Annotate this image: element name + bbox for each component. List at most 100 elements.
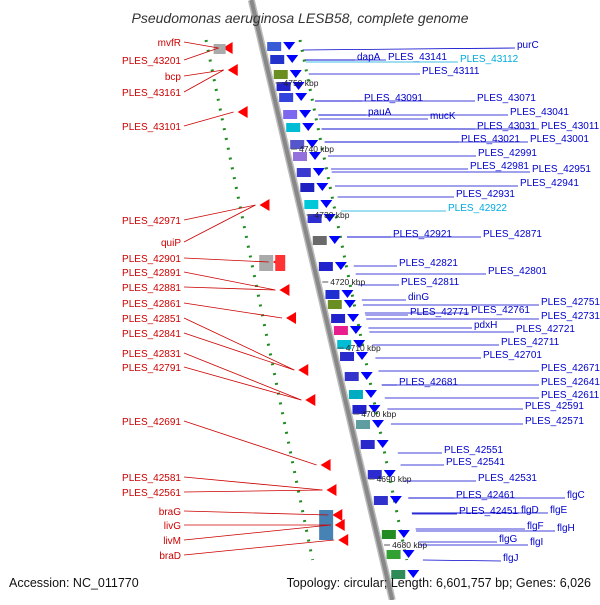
right-gene-label: mucK (319, 111, 456, 122)
kbp-tick-label: 4740 kbp (299, 144, 334, 154)
right-gene-label: PLES_42541 (400, 457, 505, 468)
left-label-leader (183, 317, 295, 371)
left-gene-label: PLES_42861 (122, 299, 283, 319)
right-gene-label-text: dinG (408, 292, 429, 303)
right-gene-label: flgF (415, 521, 544, 532)
right-gene-label: flgJ (422, 553, 519, 564)
forward-gene-arrow (320, 200, 333, 208)
reverse-gene-arrow (326, 484, 337, 496)
right-gene-label-text: pdxH (474, 320, 497, 331)
right-gene-label-text: PLES_42461 (456, 490, 515, 501)
left-label-leader (183, 271, 276, 291)
left-gene-label-text: PLES_42581 (122, 473, 181, 484)
right-gene-label-text: PLES_42701 (483, 350, 542, 361)
right-gene-label: PLES_43112 (305, 54, 519, 65)
right-gene-label-text: PLES_42671 (541, 363, 600, 374)
left-gene-label: PLES_42791 (122, 363, 302, 401)
backbone (249, 0, 395, 601)
left-label-leader (183, 366, 302, 401)
right-gene-label-text: PLES_42922 (448, 203, 507, 214)
left-gene-label-text: PLES_43201 (122, 56, 181, 67)
left-gene-label: PLES_42891 (122, 268, 276, 291)
right-gene-label-text: PLES_42801 (488, 266, 547, 277)
right-gene-label: PLES_42921 (346, 229, 452, 240)
right-gene-label-text: PLES_42951 (532, 164, 591, 175)
kbp-tick-label: 4730 kbp (315, 210, 350, 220)
gene-block-inner (296, 168, 311, 177)
left-gene-label-text: PLES_43161 (122, 88, 181, 99)
right-gene-label-text: PLES_43111 (422, 66, 480, 77)
right-gene-label-text: PLES_42771 (410, 307, 469, 318)
left-gene-label: PLES_43161 (122, 69, 224, 99)
right-gene-label-text: PLES_42611 (541, 390, 600, 401)
left-gene-label: PLES_42971 (122, 204, 256, 227)
right-gene-label: PLES_42551 (397, 445, 503, 456)
right-gene-label: PLES_43071 (315, 93, 536, 104)
right-gene-label: flgH (416, 523, 575, 534)
left-label-leader (183, 69, 224, 93)
gene-block-inner (286, 123, 301, 132)
forward-gene-arrow (364, 390, 377, 398)
right-gene-label-text: PLES_42571 (525, 416, 584, 427)
right-gene-label-text: flgC (567, 490, 585, 501)
gene-block-inner (273, 70, 288, 79)
right-gene-label-text: PLES_42541 (446, 457, 505, 468)
left-gene-label-text: PLES_42791 (122, 363, 181, 374)
kbp-tick: 4750 kbp (275, 78, 319, 88)
gene-block-inner (386, 550, 401, 559)
left-label-leader (183, 420, 317, 466)
forward-gene-arrow (309, 152, 322, 160)
reverse-gene-arrow (237, 106, 248, 118)
gene-block-inner (304, 200, 319, 209)
left-label-leader (183, 539, 335, 556)
left-gene-label: PLES_42691 (122, 417, 317, 466)
reverse-gene-arrow (286, 312, 297, 324)
reverse-gene-arrow (334, 519, 345, 531)
kbp-tick: 4730 kbp (306, 210, 350, 220)
gene-block-inner (333, 326, 348, 335)
left-gene-label: PLES_42881 (122, 283, 276, 294)
forward-gene-arrow (383, 470, 396, 478)
right-gene-label: PLES_43001 (324, 134, 589, 145)
reverse-gene-arrow (298, 364, 309, 376)
right-gene-label-text: PLES_42591 (525, 401, 584, 412)
gene-block-inner (270, 55, 285, 64)
reverse-gene-arrow (338, 534, 349, 546)
right-gene-label: flgC (408, 490, 585, 501)
right-gene-label: PLES_42871 (346, 229, 542, 240)
gene-block-inner (267, 42, 282, 51)
left-label-leader (183, 204, 256, 221)
right-gene-label-text: PLES_43071 (477, 93, 536, 104)
forward-gene-arrow (323, 214, 336, 222)
left-label-leader (183, 47, 219, 61)
forward-gene-arrow (283, 42, 296, 50)
right-gene-label-text: mucK (430, 111, 456, 122)
forward-gene-arrow (328, 236, 341, 244)
reverse-gene-arrow (332, 509, 343, 521)
forward-gene-arrow (372, 420, 384, 428)
right-gene-label: pauA (318, 107, 392, 118)
right-gene-label: PLES_42611 (384, 390, 600, 401)
right-gene-label: PLES_42951 (331, 164, 591, 175)
right-gene-label: PLES_42801 (355, 266, 547, 277)
left-gene-label: PLES_43101 (122, 111, 234, 133)
right-gene-label-text: PLES_42531 (478, 473, 537, 484)
right-gene-label: PLES_42991 (327, 148, 537, 159)
left-gene-label: PLES_42851 (122, 314, 295, 371)
right-gene-label-text: PLES_43031 (477, 121, 536, 132)
right-gene-label-text: flgG (499, 534, 518, 545)
left-gene-label-text: PLES_42901 (122, 254, 181, 265)
right-gene-label: dinG (361, 292, 429, 303)
forward-gene-arrow (397, 530, 410, 538)
right-gene-label: PLES_42711 (372, 337, 560, 348)
forward-gene-arrow (306, 140, 319, 148)
right-gene-label: PLES_42531 (404, 473, 537, 484)
forward-gene-arrow (286, 55, 299, 63)
right-gene-label: PLES_43031 (321, 121, 536, 132)
right-gene-label-text: PLES_42811 (401, 277, 460, 288)
forward-gene-arrow (347, 314, 360, 322)
left-gene-label: bcp (165, 69, 224, 83)
left-gene-label-text: PLES_42861 (122, 299, 181, 310)
right-gene-label-text: flgD (521, 505, 539, 516)
right-gene-label-text: PLES_42681 (399, 377, 458, 388)
